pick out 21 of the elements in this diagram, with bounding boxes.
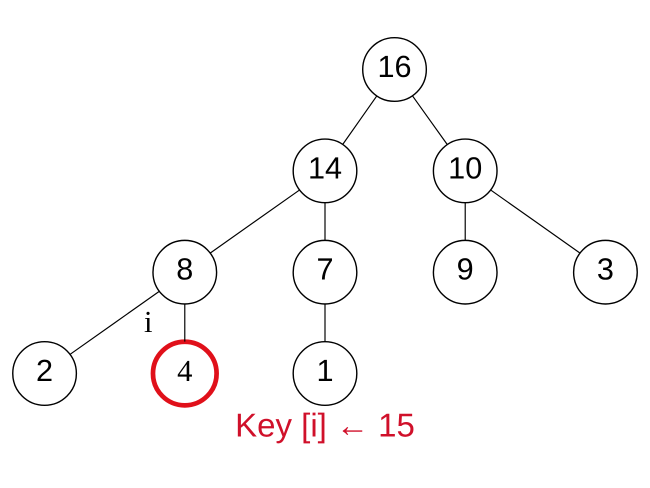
node-circle: 16	[362, 36, 428, 102]
node-circle: 8	[152, 239, 218, 304]
node-circle: 3	[572, 239, 638, 304]
node-circle: 1	[292, 340, 358, 406]
node-circle: 7	[292, 239, 358, 304]
connector	[342, 95, 378, 144]
connector	[464, 202, 466, 240]
connector	[490, 189, 580, 253]
node-label: i	[144, 304, 153, 339]
node-circle: 2	[12, 340, 78, 406]
connector	[324, 304, 326, 342]
connector	[324, 202, 326, 240]
node-circle: 14	[292, 138, 358, 203]
node-circle: 10	[432, 138, 498, 203]
caption: Key [i] ← 15	[235, 406, 415, 443]
connector	[70, 290, 160, 354]
connector	[184, 304, 186, 342]
connector	[412, 95, 448, 144]
node-circle: 4	[150, 338, 219, 408]
node-circle: 9	[432, 239, 498, 304]
connector	[210, 189, 300, 253]
